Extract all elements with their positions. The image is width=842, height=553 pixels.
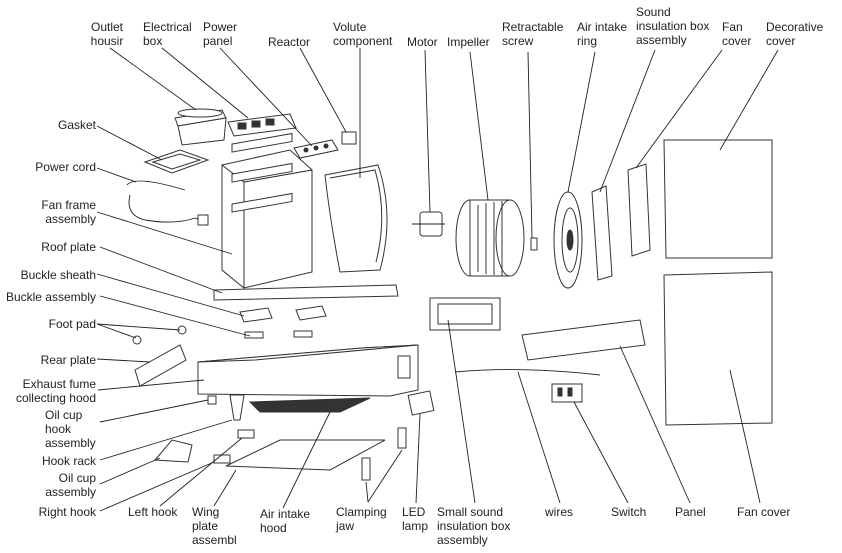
roof-plate-part (213, 284, 399, 301)
label-motor: Motor (407, 35, 438, 49)
label-roof-plate: Roof plate (41, 240, 96, 254)
label-reactor: Reactor (268, 35, 311, 49)
label-switch: Switch (611, 505, 647, 519)
label-rear-plate: Rear plate (40, 353, 96, 367)
label-left-hook: Left hook (128, 505, 178, 519)
hook-rack-part (229, 394, 245, 421)
clamping-jaw-part-1 (397, 427, 407, 449)
power-plug-part (197, 214, 209, 226)
air-intake-ring-part (553, 191, 583, 289)
retractable-screw-part (530, 237, 538, 251)
label-fan-cover-bottom: Fan cover (737, 505, 791, 519)
label-retractable-screw: Retractable screw (502, 20, 564, 48)
label-decorative-cover: Decorative cover (766, 20, 824, 48)
air-intake-hood-part (248, 397, 371, 413)
decorative-cover-part (663, 139, 773, 259)
oil-cup-hook-part (207, 395, 217, 405)
wires-part (454, 369, 601, 376)
electrical-box-part (227, 113, 297, 137)
label-fan-cover-top: Fan cover (722, 20, 752, 48)
label-led-lamp: LED lamp (402, 505, 429, 533)
label-oil-cup-hook-assembly: Oil cup hook assembly (45, 408, 96, 450)
led-lamp-part (407, 390, 435, 416)
outlet-housing-part (174, 108, 227, 146)
fan-cover-bottom-part (663, 271, 773, 426)
label-exhaust-fume-collecting-hood: Exhaust fume collecting hood (15, 377, 96, 405)
impeller-part (455, 199, 525, 277)
label-hook-rack: Hook rack (41, 454, 96, 468)
label-power-panel: Power panel (203, 20, 238, 48)
label-wires: wires (545, 505, 574, 519)
left-hook-part (237, 429, 255, 439)
fan-frame-part (221, 132, 313, 290)
volute-part (324, 164, 388, 273)
label-panel: Panel (675, 505, 706, 519)
label-air-intake-ring: Air intake ring (577, 20, 628, 48)
clamping-jaw-part-2 (361, 457, 371, 481)
power-cord-part (126, 180, 206, 223)
small-sound-box-part (429, 297, 501, 331)
leader-lines (96, 47, 779, 512)
motor-part (412, 211, 445, 237)
oil-cup-part (153, 439, 193, 463)
label-right-hook: Right hook (38, 505, 96, 519)
label-sound-insulation-box-assembly: Sound insulation box assembly (636, 5, 710, 47)
label-gasket: Gasket (57, 118, 96, 132)
wing-plate-part (225, 439, 386, 471)
panel-part (521, 319, 646, 361)
label-power-cord: Power cord (35, 160, 96, 174)
label-oil-cup-assembly: Oil cup assembly (45, 471, 96, 499)
sound-insulation-box-part (591, 185, 613, 281)
switch-part (551, 383, 583, 403)
exhaust-hood-part (197, 344, 419, 397)
buckle-assembly-part (244, 330, 313, 339)
label-electrical-box: Electrical box (143, 20, 192, 48)
power-panel-part (293, 139, 339, 159)
label-small-sound-insulation-box-assembly: Small sound insulation box assembly (437, 505, 511, 547)
fan-cover-top-part (627, 163, 651, 257)
label-outlet-housing: Outlet housir (90, 20, 124, 48)
rear-plate-part (134, 344, 187, 387)
gasket-part (143, 149, 210, 174)
label-fan-frame-assembly: Fan frame assembly (41, 198, 96, 226)
reactor-part (341, 131, 357, 145)
label-foot-pad: Foot pad (48, 317, 96, 331)
label-air-intake-hood: Air intake hood (260, 507, 311, 535)
label-wing-plate-assembly: Wing plate assembl (192, 505, 237, 547)
label-buckle-assembly: Buckle assembly (5, 290, 96, 304)
label-volute-component: Volute component (333, 20, 393, 48)
label-clamping-jaw: Clamping jaw (336, 505, 387, 533)
label-impeller: Impeller (447, 35, 490, 49)
label-buckle-sheath: Buckle sheath (20, 268, 96, 282)
buckle-sheath-part (239, 305, 327, 323)
